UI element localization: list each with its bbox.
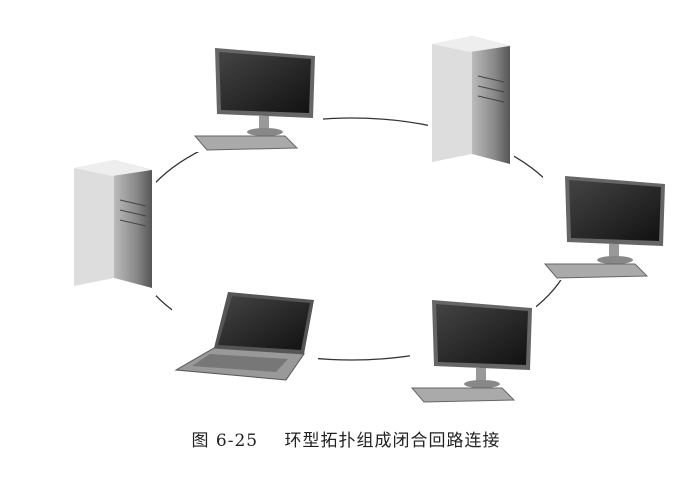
figure-number: 图 6-25 <box>191 431 259 451</box>
figure-title: 环型拓扑组成闭合回路连接 <box>284 431 501 451</box>
server-tower-left <box>70 156 156 296</box>
desktop-computer-bottom-right <box>410 296 536 404</box>
desktop-computer-right <box>543 172 669 280</box>
server-tower-top-right <box>428 32 514 170</box>
figure-caption: 图 6-25 环型拓扑组成闭合回路连接 <box>0 426 692 451</box>
desktop-computer-top-left <box>193 44 323 152</box>
laptop-bottom-left <box>172 288 318 382</box>
